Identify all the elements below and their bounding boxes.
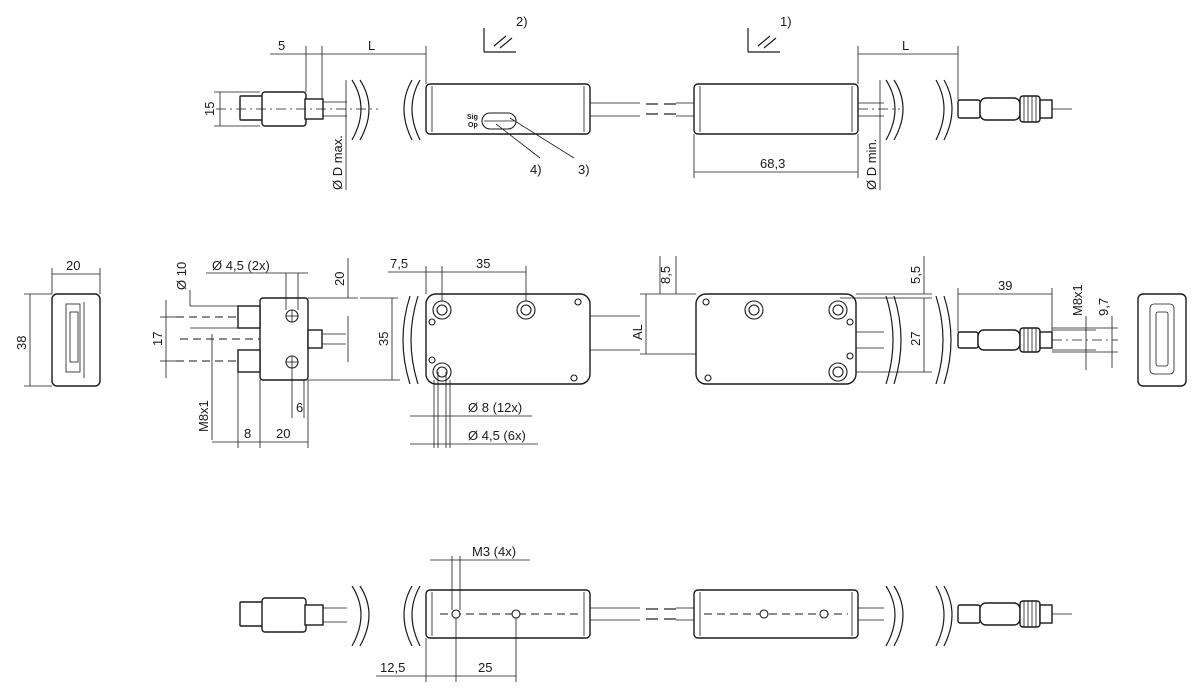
dim-20-top: 20: [332, 272, 347, 286]
dim-L-right: L: [902, 38, 909, 53]
dim-d8-12x: Ø 8 (12x): [468, 400, 522, 415]
dim-9-7: 9,7: [1096, 298, 1111, 316]
dim-d4-5-6x: Ø 4,5 (6x): [468, 428, 526, 443]
dim-15: 15: [202, 102, 217, 116]
right-sensor-housing: 68,3 L Ø D min.: [676, 38, 959, 190]
left-housing-front: 7,5 35 Ø 8 (12x) Ø 4,5 (6x): [388, 256, 640, 448]
dim-17: 17: [150, 332, 165, 346]
m8-connector-icon: [935, 79, 1072, 141]
dim-d10: Ø 10: [174, 262, 189, 290]
dim-8-5: 8,5: [658, 266, 673, 284]
led-label-op: Op: [468, 122, 478, 129]
dim-20-side: 20: [66, 258, 80, 273]
dim-35-top: 35: [476, 256, 490, 271]
bottom-cable-break: [646, 607, 694, 621]
dim-d4-5-2x: Ø 4,5 (2x): [212, 258, 270, 273]
dim-20-bottom: 20: [276, 426, 290, 441]
m8-connector-icon-front: 39 M8x1 9,7: [935, 278, 1118, 385]
dim-35-left: 35: [376, 332, 391, 346]
bottom-left-cable-end: [239, 585, 370, 647]
dim-D-max: Ø D max.: [330, 135, 345, 190]
top-view: 15 5 L Ø D max. Sig Op: [202, 14, 1072, 190]
cable-end-front: Ø 10 Ø 4,5 (2x) 20 35 17 M8x1: [150, 258, 400, 448]
beam-arrows-icon-receiver: 1): [747, 14, 792, 53]
callout-4: 4): [530, 162, 542, 177]
bottom-view: M3 (4x) 12,5 25: [239, 544, 1072, 682]
dim-5: 5: [278, 38, 285, 53]
dim-25: 25: [478, 660, 492, 675]
dim-68-3: 68,3: [760, 156, 785, 171]
dim-L-left: L: [368, 38, 375, 53]
dim-7-5: 7,5: [390, 256, 408, 271]
led-label-sig: Sig: [467, 114, 478, 121]
dim-AL-group: AL 8,5: [630, 256, 696, 355]
left-cable-end: 15 5 L Ø D max.: [202, 38, 427, 190]
dim-AL: AL: [630, 324, 645, 340]
cable-break: [646, 103, 676, 115]
dim-8: 8: [244, 426, 251, 441]
right-housing-front: 5,5 27: [695, 256, 932, 385]
callout-3: 3): [578, 162, 590, 177]
dim-27: 27: [908, 332, 923, 346]
dim-D-min: Ø D min.: [864, 139, 879, 190]
bottom-m8-connector: [935, 585, 1072, 647]
bottom-right-housing: [693, 585, 904, 647]
beam-arrows-icon-emitter: 2): [483, 14, 528, 53]
dim-39: 39: [998, 278, 1012, 293]
side-view-left: 20 38: [14, 258, 101, 387]
dim-m8x1-right: M8x1: [1070, 284, 1085, 316]
side-view-right: [1137, 293, 1187, 387]
dim-m8x1-left: M8x1: [196, 400, 211, 432]
dim-38: 38: [14, 336, 29, 350]
dim-6: 6: [296, 400, 303, 415]
dim-12-5: 12,5: [380, 660, 405, 675]
callout-1: 1): [780, 14, 792, 29]
middle-view: 20 38 Ø 10: [14, 256, 1187, 448]
dim-5-5: 5,5: [908, 266, 923, 284]
bottom-left-housing: M3 (4x) 12,5 25: [376, 544, 640, 682]
mounting-hole-icon: [432, 300, 536, 382]
left-sensor-housing: Sig Op 4) 3): [403, 79, 640, 177]
callout-2: 2): [516, 14, 528, 29]
dim-m3-4x: M3 (4x): [472, 544, 516, 559]
